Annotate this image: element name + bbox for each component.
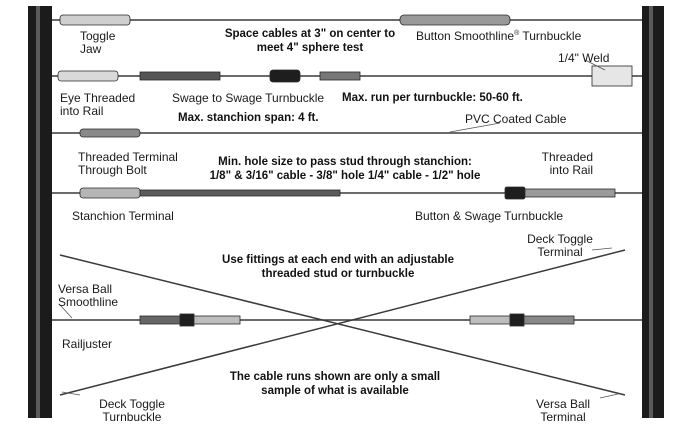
- use-fittings-note: Use fittings at each end with an adjusta…: [222, 254, 454, 280]
- min-hole-note: Min. hole size to pass stud through stan…: [209, 156, 481, 182]
- smoothline-turnbuckle: [399, 14, 511, 26]
- stanchion-terminal-fitting: [79, 187, 141, 199]
- leader-line: [584, 59, 606, 71]
- through-bolt-fitting: [79, 128, 141, 138]
- toggle-jaw-fitting: [59, 14, 131, 26]
- railjuster-right-thread: [469, 315, 511, 325]
- leader-line: [599, 393, 619, 399]
- button-swage-body: [504, 186, 526, 200]
- diagonal-cables: [59, 249, 626, 396]
- max-span-note: Max. stanchion span: 4 ft.: [178, 112, 319, 124]
- railjuster-left-tube: [193, 315, 241, 325]
- leader-line: [449, 122, 501, 133]
- diagonal-cable-a: [59, 254, 626, 396]
- eye-threaded-fitting: [57, 70, 119, 82]
- leader-lines: [59, 59, 619, 399]
- leader-line: [61, 391, 81, 396]
- railjuster-left-body: [179, 313, 195, 327]
- railjuster-left-thread: [139, 315, 181, 325]
- swage-to-swage-label: Swage to Swage Turnbuckle: [172, 91, 325, 105]
- railjuster-label: Railjuster: [62, 337, 113, 351]
- fittings: [57, 14, 633, 327]
- railjuster-right-body: [509, 313, 525, 327]
- weld-plate: [591, 65, 633, 87]
- swage-turnbuckle-body: [269, 69, 301, 83]
- right-stanchion-highlight: [649, 6, 653, 418]
- leader-line: [59, 304, 73, 319]
- button-smoothline-label: Button Smoothline® Turnbuckle: [416, 29, 582, 43]
- long-thread-turnbuckle: [139, 189, 341, 197]
- railjuster-right-tube: [523, 315, 575, 325]
- button-swage-label: Button & Swage Turnbuckle: [415, 209, 564, 223]
- left-stanchion-highlight: [36, 6, 40, 418]
- weld-label: 1/4" Weld: [558, 51, 610, 65]
- diagonal-cable-b: [59, 249, 626, 396]
- max-run-note: Max. run per turnbuckle: 50-60 ft.: [342, 92, 523, 104]
- leader-line: [591, 247, 613, 251]
- pvc-cable-label: PVC Coated Cable: [465, 112, 567, 126]
- swage-turnbuckle-thread-right: [319, 71, 361, 81]
- button-swage-thread: [524, 188, 616, 198]
- stanchion-terminal-label: Stanchion Terminal: [72, 209, 174, 223]
- swage-turnbuckle-thread-left: [139, 71, 221, 81]
